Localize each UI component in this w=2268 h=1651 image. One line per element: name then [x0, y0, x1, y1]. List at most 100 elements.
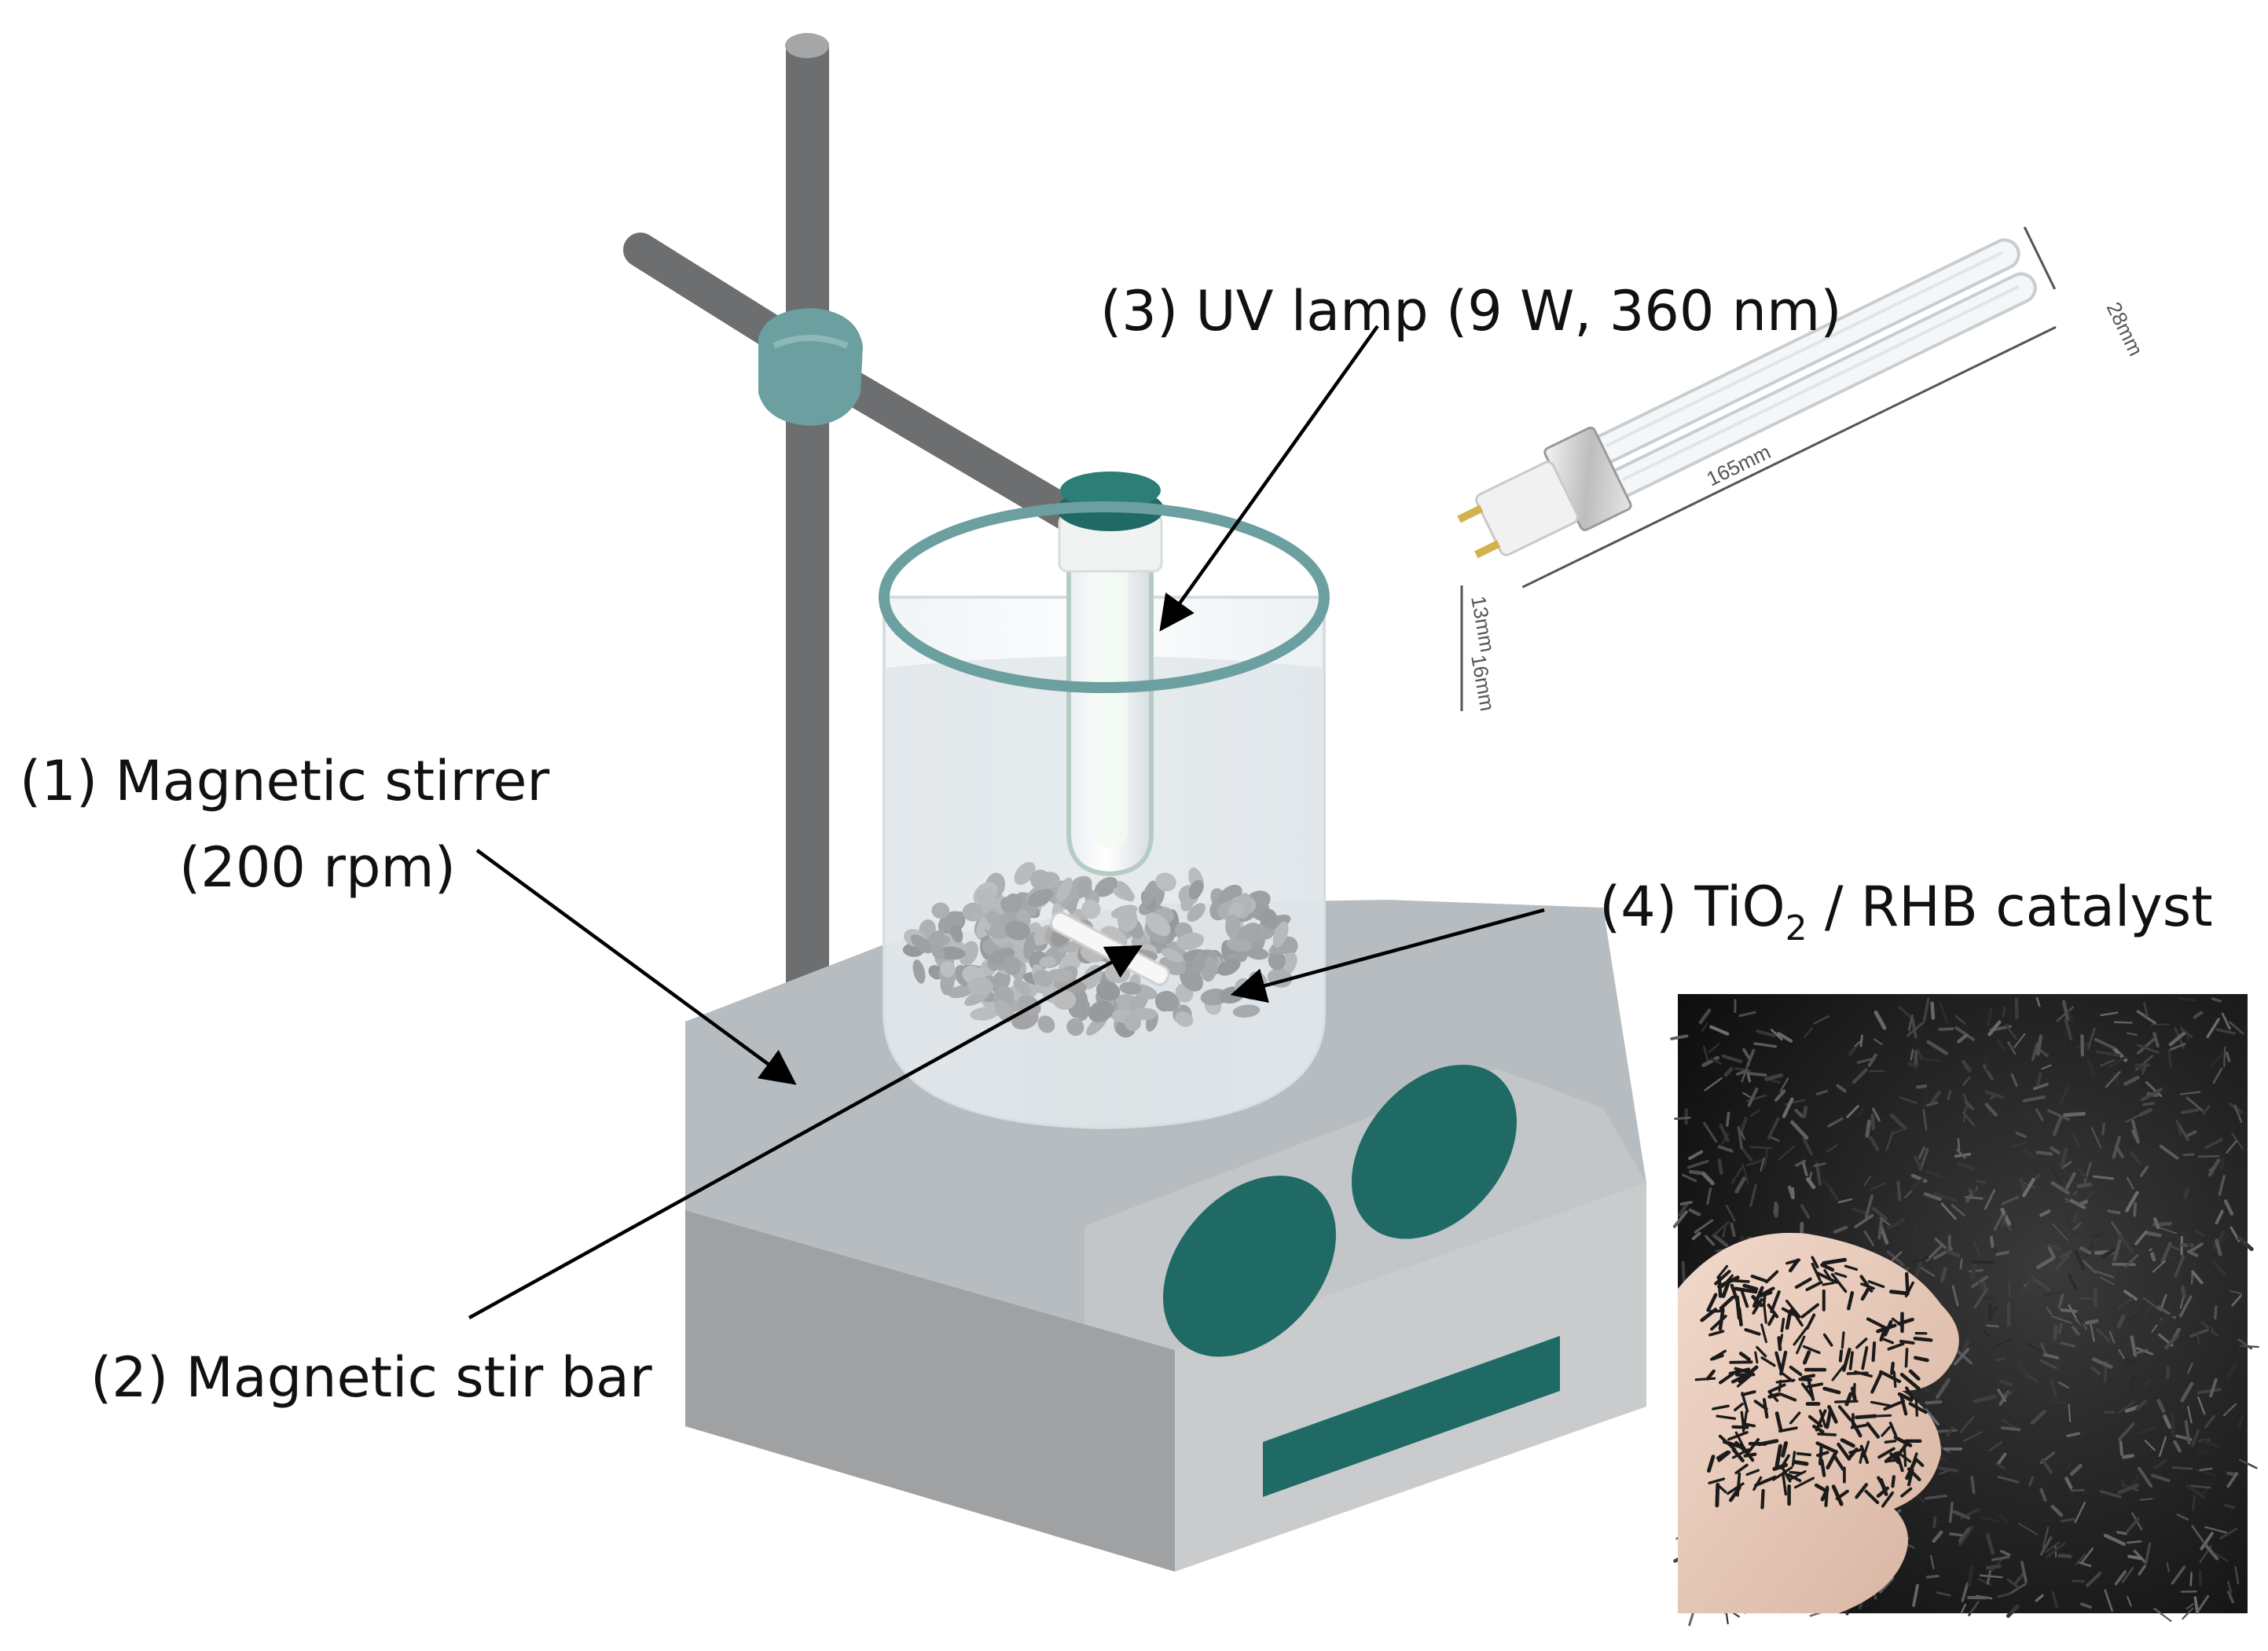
catalyst-grain [1727, 1482, 1745, 1495]
catalyst-grain [2134, 1348, 2149, 1355]
catalyst-grain [2104, 1589, 2114, 1612]
catalyst-grain [1860, 1286, 1871, 1301]
catalyst-grain [1840, 1331, 1845, 1349]
catalyst-grain [1958, 1527, 1970, 1543]
catalyst-grain [1877, 1414, 1892, 1418]
catalyst-grain [2217, 1233, 2231, 1246]
catalyst-grain [2104, 1411, 2116, 1414]
catalyst-grain [1822, 1282, 1835, 1286]
catalyst-grain [1885, 1131, 1894, 1151]
catalyst-grain [2231, 1132, 2244, 1150]
catalyst-grain [1934, 1429, 1958, 1433]
catalyst-grain [1745, 1048, 1756, 1068]
catalyst-grain [2042, 1353, 2060, 1359]
lamp-plastic-socket [1475, 460, 1580, 556]
catalyst-grain [1707, 1455, 1716, 1473]
catalyst-grain [1778, 1392, 1797, 1402]
catalyst-grain [1980, 1516, 2000, 1523]
catalyst-grain [2211, 1231, 2226, 1250]
catalyst-grain [1897, 1392, 1914, 1403]
catalyst-grain [2072, 1134, 2081, 1147]
catalyst-grain [1734, 1402, 1744, 1412]
catalyst-grain [1815, 1271, 1838, 1284]
catalyst-grain [1879, 1577, 1895, 1594]
catalyst-grain [2072, 1211, 2079, 1223]
catalyst-grain [2036, 1072, 2042, 1087]
catalyst-grain [1703, 1121, 1718, 1143]
catalyst-grain [1925, 1169, 1943, 1180]
catalyst-grain [1844, 1264, 1859, 1271]
catalyst-grain [1997, 1592, 2012, 1598]
catalyst-grain [1782, 1097, 1794, 1118]
catalyst-grain [1767, 1390, 1779, 1403]
catalyst-grain [2002, 1439, 2009, 1453]
catalyst-grain [1888, 1422, 1897, 1437]
catalyst-grain [1679, 1201, 1693, 1206]
catalyst-grain [1729, 1279, 1750, 1283]
catalyst-grain [2060, 1308, 2078, 1313]
catalyst-grain [2167, 1049, 2172, 1068]
catalyst-grain [2068, 1273, 2078, 1291]
catalyst-grain [2042, 1526, 2050, 1549]
catalyst-grain [1756, 1345, 1767, 1358]
catalyst-grain [1997, 1039, 2006, 1051]
catalyst-grain [1708, 1330, 1725, 1337]
catalyst-grain [1794, 1109, 1804, 1118]
catalyst-grain [1749, 1183, 1757, 1208]
catalyst-grain [1749, 1109, 1760, 1117]
catalyst-grain [2085, 1192, 2094, 1200]
stirrer-left-side [685, 1210, 1175, 1572]
catalyst-grain [1815, 1441, 1839, 1455]
catalyst-grain [1815, 1162, 1822, 1186]
catalyst-grain [1741, 1390, 1756, 1396]
catalyst-grain [1973, 1394, 1997, 1403]
catalyst-grain [1688, 1150, 1704, 1161]
catalyst-grain [2204, 1138, 2223, 1150]
catalyst-grain [1694, 1377, 1716, 1381]
catalyst-grain [2179, 1297, 2185, 1309]
catalyst-grain [2092, 1357, 2113, 1369]
catalyst-grain [2125, 1191, 2139, 1213]
catalyst-grain [2212, 1067, 2223, 1084]
catalyst-grain [1754, 1351, 1759, 1364]
catalyst-grain [2057, 1554, 2072, 1559]
catalyst-pellet [1095, 981, 1121, 1001]
catalyst-grain [1826, 1144, 1839, 1153]
catalyst-grain [1905, 1386, 1914, 1400]
catalyst-grain [1767, 1117, 1780, 1139]
catalyst-grain [2121, 1566, 2134, 1583]
catalyst-grain [1910, 1178, 1925, 1191]
catalyst-grain [2151, 1258, 2165, 1280]
catalyst-grain [2057, 1381, 2069, 1389]
catalyst-grain [1973, 1288, 1988, 1308]
catalyst-grain [2047, 1243, 2061, 1251]
catalyst-grain [1864, 1194, 1874, 1219]
catalyst-grain [2114, 1021, 2133, 1024]
label-stirrer-speed: (200 rpm) [179, 835, 456, 900]
catalyst-grain [2051, 1223, 2069, 1242]
catalyst-grain [1817, 1433, 1837, 1436]
catalyst-grain [1872, 1107, 1881, 1122]
catalyst-grain [2182, 1153, 2195, 1157]
catalyst-grain [1822, 1386, 1841, 1395]
catalyst-grain [2114, 1145, 2124, 1158]
catalyst-grain [1894, 1440, 1910, 1460]
catalyst-grain [2209, 1378, 2218, 1398]
catalyst-grain [1870, 1182, 1887, 1191]
catalyst-grain [1936, 1591, 1951, 1597]
catalyst-grain [1913, 1155, 1922, 1170]
catalyst-grain [2187, 1363, 2193, 1374]
catalyst-grain [2126, 1315, 2137, 1322]
catalyst-grain [1846, 1371, 1869, 1375]
catalyst-grain [1838, 1349, 1844, 1363]
catalyst-grain [2024, 1342, 2042, 1352]
catalyst-grain [2117, 1400, 2136, 1414]
catalyst-grain [1890, 1361, 1896, 1375]
label-catalyst-suffix: / RHB catalyst [1807, 875, 2213, 939]
catalyst-grain [2138, 1565, 2147, 1576]
catalyst-grain [2050, 1378, 2057, 1398]
catalyst-grain [1774, 1351, 1783, 1373]
catalyst-grain [2138, 1248, 2156, 1260]
catalyst-grain [2193, 1011, 2204, 1019]
